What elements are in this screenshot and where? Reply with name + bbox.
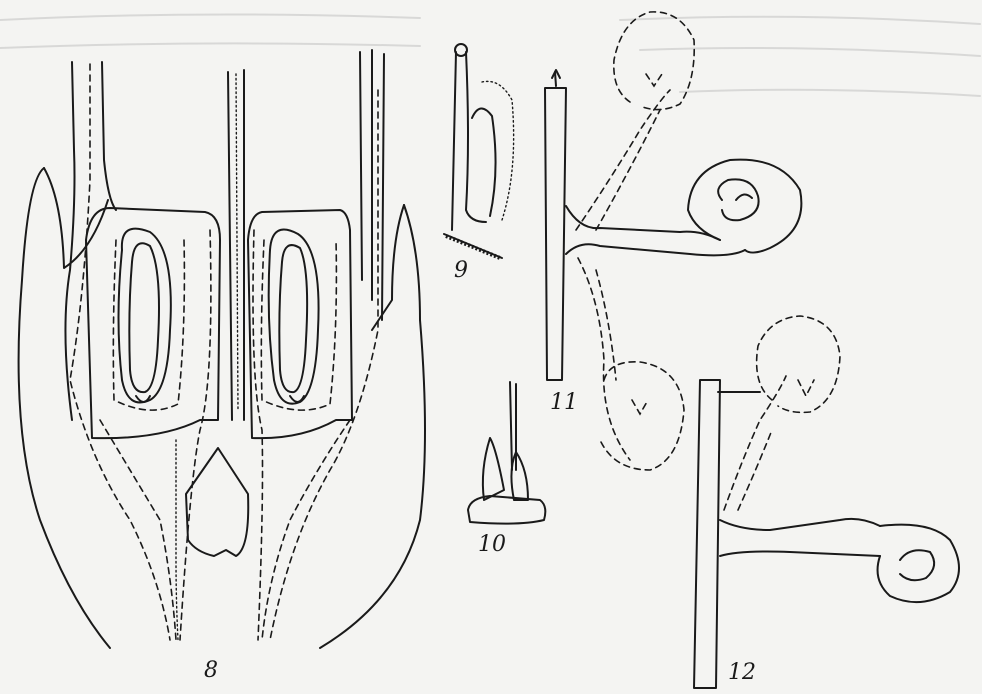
figure-8-label: 8 (204, 660, 218, 682)
figure-11-label: 11 (550, 392, 578, 414)
figure-9-drawing (444, 44, 514, 258)
figure-10-label: 10 (478, 534, 506, 556)
figure-11-drawing (545, 12, 801, 470)
figure-10-drawing (468, 382, 545, 524)
figure-12-drawing (694, 316, 959, 688)
figure-9-label: 9 (454, 260, 468, 282)
paper-texture (0, 14, 980, 96)
figure-8-drawing (19, 50, 425, 648)
figure-12-label: 12 (728, 662, 756, 684)
